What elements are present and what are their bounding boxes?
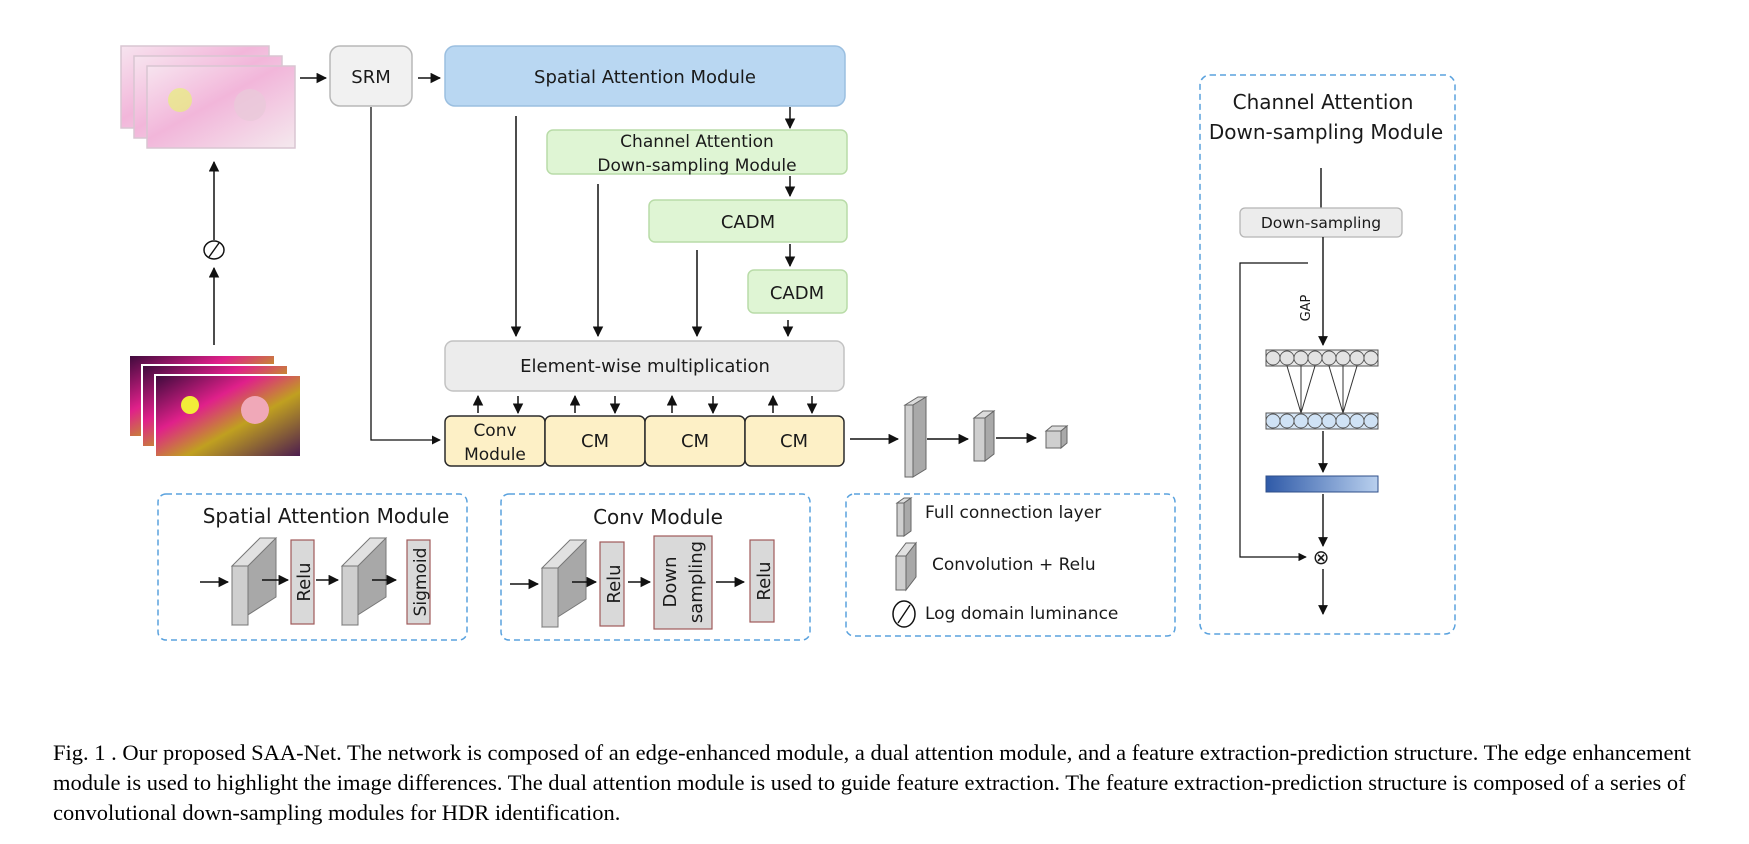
legend-conv-relu-label: Convolution + Relu xyxy=(932,555,1096,575)
cadm-2-label: CADM xyxy=(721,212,775,233)
legend-spatial-sigmoid-label: Sigmoid xyxy=(411,548,431,617)
log-luminance-symbol xyxy=(203,240,225,260)
cadm-detail-panel xyxy=(1199,74,1456,635)
legend-spatial-relu-label: Relu xyxy=(294,562,315,601)
legend-conv-panel xyxy=(500,493,811,641)
srm-box xyxy=(329,45,413,107)
legend-conv-relu-a-box xyxy=(599,541,625,627)
hdr-input-image-stack xyxy=(128,354,302,458)
element-wise-box xyxy=(444,340,845,392)
legend-symbols-panel xyxy=(845,493,1176,637)
legend-spatial-conv-block-1 xyxy=(230,537,278,626)
legend-conv-downsampling-label-line2: sampling xyxy=(686,541,707,623)
legend-spatial-sigmoid-box xyxy=(406,539,431,625)
cm-3-label: CM xyxy=(780,431,808,452)
legend-conv-downsampling-box xyxy=(653,535,713,630)
spatial-attention-box xyxy=(444,45,846,107)
legend-spatial-conv-block-2 xyxy=(340,537,388,626)
fc-layer-3 xyxy=(1044,424,1069,450)
fc-layer-1 xyxy=(903,396,928,478)
cadm-2-box xyxy=(648,199,848,243)
cadm-1-box xyxy=(546,129,848,175)
cadm-detail-downsampling-box xyxy=(1239,207,1403,238)
spatial-attention-label: Spatial Attention Module xyxy=(534,67,756,88)
element-wise-label: Element-wise multiplication xyxy=(520,356,770,377)
cadm-detail-fc-input-row xyxy=(1265,349,1379,367)
log-luminance-icon xyxy=(892,600,916,628)
cadm-detail-fc-connections xyxy=(1286,365,1358,414)
legend-full-connection-label: Full connection layer xyxy=(925,503,1101,523)
multiply-icon: ⊗ xyxy=(1313,545,1330,569)
conv-relu-icon xyxy=(894,541,918,592)
legend-conv-downsampling-label-line1: Down xyxy=(660,556,681,607)
cm-1-label: CM xyxy=(581,431,609,452)
cadm-detail-fc-output-row xyxy=(1265,412,1379,430)
legend-conv-relu-b-box xyxy=(749,539,775,623)
legend-conv-relu-a-label: Relu xyxy=(604,564,625,603)
fc-layer-2 xyxy=(972,409,996,463)
legend-conv-title: Conv Module xyxy=(593,505,723,529)
full-connection-icon xyxy=(895,497,913,537)
figure-caption: Fig. 1 . Our proposed SAA-Net. The netwo… xyxy=(53,740,1692,825)
cadm-1-label-line2: Down-sampling Module xyxy=(597,156,796,176)
srm-label: SRM xyxy=(351,67,390,88)
cadm-detail-title-line1: Channel Attention xyxy=(1233,90,1414,114)
cadm-detail-gap-label: GAP xyxy=(1299,294,1314,321)
cadm-3-box xyxy=(747,269,848,314)
cm-2-label: CM xyxy=(681,431,709,452)
legend-log-luminance-label: Log domain luminance xyxy=(925,604,1118,624)
legend-conv-relu-b-label: Relu xyxy=(754,561,775,600)
cadm-detail-weight-bar xyxy=(1265,475,1379,493)
conv-module-label-line1: Conv xyxy=(473,421,516,441)
legend-spatial-title: Spatial Attention Module xyxy=(203,504,450,528)
cm-3-box xyxy=(744,415,845,467)
cadm-1-label-line1: Channel Attention xyxy=(620,132,774,152)
cadm-3-label: CADM xyxy=(770,283,824,304)
interaction-arrows xyxy=(472,394,818,415)
legend-spatial-panel xyxy=(157,493,468,641)
edge-enhanced-image-stack xyxy=(120,45,296,149)
legend-conv-conv-block xyxy=(540,539,588,628)
legend-spatial-relu-box xyxy=(290,539,315,625)
cadm-detail-downsampling-label: Down-sampling xyxy=(1261,214,1381,232)
cadm-detail-title-line2: Down-sampling Module xyxy=(1209,120,1443,144)
conv-module-label-line2: Module xyxy=(464,445,526,465)
